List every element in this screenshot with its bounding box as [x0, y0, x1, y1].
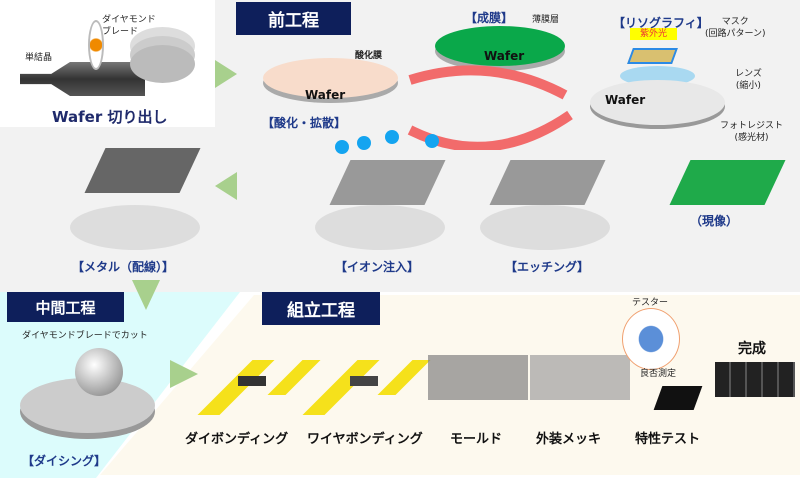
lens-label: レンズ (縮小) — [735, 69, 762, 91]
wafer-label: Wafer — [605, 93, 646, 107]
photoresist-wafer — [590, 80, 725, 125]
die-chip — [238, 376, 266, 386]
ion-wafer — [315, 205, 445, 250]
oxide-film-label: 酸化膜 — [355, 51, 383, 61]
blade-label: ダイヤモンド ブレード — [102, 15, 156, 37]
film-wafer — [435, 26, 565, 66]
wire-chip — [350, 376, 378, 386]
flow-arrow — [215, 172, 237, 200]
process-cycle-arrows — [407, 65, 573, 150]
oxidation-diffusion-label: 【酸化・拡散】 — [262, 116, 347, 130]
assembly-process-header: 組立工程 — [262, 292, 380, 325]
thin-film-label: 薄膜層 — [532, 15, 560, 25]
etching-label: 【エッチング】 — [505, 260, 590, 274]
assembly-step-wire-bonding: ワイヤボンディング — [307, 432, 423, 447]
flow-arrow — [215, 60, 237, 88]
sliced-wafers-icon — [130, 45, 195, 83]
dicing-label: 【ダイシング】 — [22, 454, 107, 468]
dicing-blade-icon — [75, 348, 123, 396]
tape-reel-icon — [715, 362, 795, 397]
metal-wafer — [70, 205, 200, 250]
dicing-note: ダイヤモンドブレードでカット — [22, 331, 148, 341]
uv-light-label: 紫外光 — [630, 28, 678, 40]
pass-fail-label: 良否測定 — [640, 369, 677, 379]
wafer-slicing-title: Wafer 切り出し — [52, 108, 168, 126]
assembly-step-die-bonding: ダイボンディング — [185, 432, 289, 447]
tester-icon — [622, 308, 680, 370]
flow-arrow — [170, 360, 198, 388]
assembly-step-mold: モールド — [450, 432, 503, 447]
metal-wiring-label: 【メタル（配線）】 — [72, 260, 175, 274]
photoresist-label: フォトレジスト (感光材) — [720, 121, 784, 143]
wafer-label: Wafer — [305, 88, 346, 102]
assembly-step-test: 特性テスト — [635, 432, 701, 447]
blade-icon — [88, 20, 104, 70]
cycle-arrow-top — [408, 65, 568, 100]
ion-particles-icon — [335, 140, 349, 154]
front-process-header: 前工程 — [236, 2, 351, 35]
mold-package — [428, 355, 528, 400]
wafer-label: Wafer — [484, 49, 525, 63]
mask-icon — [627, 48, 678, 64]
complete-label: 完成 — [738, 341, 766, 357]
cycle-arrow-bottom — [407, 110, 573, 150]
lithography-label: 【リソグラフィ】 — [613, 16, 709, 30]
mask-label: マスク (回路パターン) — [705, 17, 766, 39]
develop-label: （現像） — [690, 214, 739, 228]
ingot-label: 単結晶 — [25, 53, 53, 63]
etching-wafer — [480, 205, 610, 250]
plating-package — [530, 355, 630, 400]
film-deposition-label: 【成膜】 — [465, 11, 514, 25]
tester-label: テスター — [632, 298, 669, 308]
assembly-step-plating: 外装メッキ — [536, 432, 602, 447]
oxidized-wafer — [263, 58, 398, 98]
down-arrow — [132, 280, 160, 310]
ion-implant-label: 【イオン注入】 — [335, 260, 420, 274]
middle-process-header: 中間工程 — [7, 292, 124, 322]
